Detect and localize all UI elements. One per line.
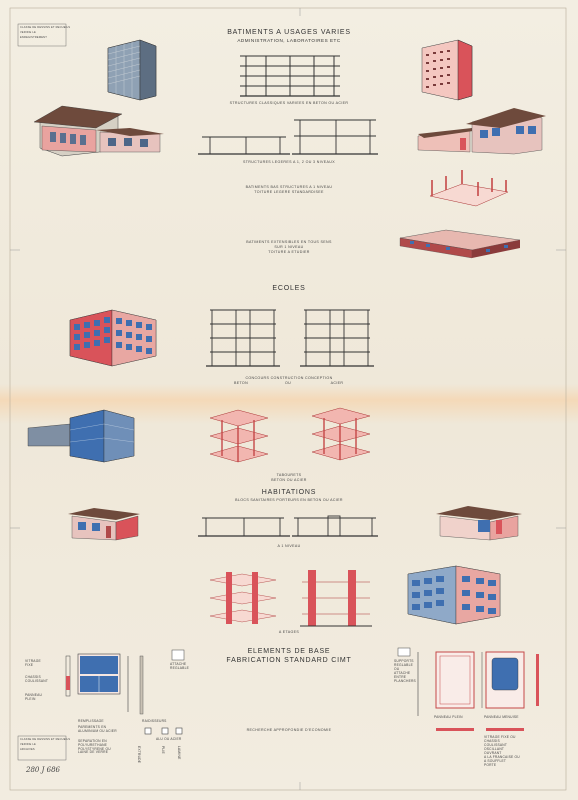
label-supports-3: OU (394, 667, 400, 671)
caption-extensibles-2: SUR 1 NIVEAU (274, 245, 304, 249)
caption-tabourets-materials: BETON OU ACIER (271, 478, 307, 482)
label-raidisseurs: RAIDISSEURS (142, 719, 167, 723)
sanitary-block-frame (198, 515, 378, 537)
label-chassis-2: COULISSANT (25, 679, 49, 683)
label-supports-4: ATTACHE (394, 671, 411, 675)
low-building-right-illustration (417, 108, 546, 155)
label-lamine: LAMINE (177, 746, 181, 760)
frame-structure-classic (240, 55, 340, 97)
archive-stamp-box-top (17, 23, 67, 47)
caption-batiments-bas-2: TOITURE LEGERE STANDARDISEE (254, 190, 324, 194)
tabouret-steel (311, 407, 371, 461)
label-vitrage-7: A SOUFFLET (484, 759, 507, 763)
stamp-bottom-line-1: CLASSE DE DESSINS ET RECUEILS (20, 738, 71, 741)
caption-beton: BETON (233, 381, 249, 385)
house-left-illustration (68, 508, 140, 541)
support-detail (397, 647, 419, 716)
caption-batiments-bas-1: BATIMENTS BAS STRUCTURES A 1 NIVEAU (245, 185, 333, 189)
stamp-bottom-line-4: ARCHIVES (20, 748, 35, 751)
label-vitrage-fixe-2: FIXE (25, 663, 34, 667)
frame-structure-light (198, 119, 378, 155)
caption-recherche: RECHERCHE APPROFONDIE D'ECONOMIE (246, 728, 332, 732)
caption-blocs-sanitaires: BLOCS SANITAIRES PORTEURS EN BETON OU AC… (235, 498, 343, 502)
label-supports-1: SUPPORTS (394, 659, 414, 663)
label-chassis-1: CHASSIS (25, 675, 41, 679)
stacked-floors-steel (300, 570, 372, 627)
caption-structures-classiques: STRUCTURES CLASSIQUES VARIEES EN BETON O… (229, 101, 349, 105)
label-plie: PLIE (161, 746, 165, 754)
label-vitrage-1: VITRAGE FIXE OU (484, 735, 516, 739)
label-vitrage-3: COULISSANT (484, 743, 508, 747)
house-right-illustration (436, 506, 522, 541)
label-supports-2: REGLABLE (394, 663, 414, 667)
caption-extensibles-1: BATIMENTS EXTENSIBLES EN TOUS SENS (246, 240, 332, 244)
school-building-illustration (69, 309, 157, 367)
label-panneau-2: PLEIN (25, 697, 36, 701)
extensible-building-illustration (399, 229, 521, 259)
caption-extensibles-3: TOITURE A ETUDIER (268, 250, 310, 254)
label-vitrage-fixe-1: VITRAGE (25, 659, 41, 663)
section-subtitle-usages-varies: ADMINISTRATION, LABORATOIRES ETC (237, 38, 341, 43)
raidisseur-profiles (144, 727, 183, 735)
label-vitrage-6: A LA FRANCAISE OU (484, 755, 520, 759)
window-panel-elevation (65, 653, 144, 715)
tabouret-concrete (209, 409, 269, 463)
low-building-left-illustration (33, 105, 164, 157)
label-panneau-menuise: PANNEAU MENUISE (484, 715, 519, 719)
label-attache-1: ATTACHE (170, 662, 187, 666)
stamp-top-line-2: VERIFIE LE (20, 31, 36, 34)
section-title-usages-varies: BATIMENTS A USAGES VARIES (227, 29, 351, 36)
caption-concours: CONCOURS CONSTRUCTION CONCEPTION (245, 376, 333, 380)
school-frame-steel (300, 309, 374, 367)
panel-plein-elevation (435, 651, 483, 709)
section-subtitle-fabrication: FABRICATION STANDARD CIMT (226, 657, 352, 664)
handwritten-reference: 280 J 686 (26, 766, 60, 774)
section-title-ecoles: ECOLES (272, 285, 306, 292)
label-supports-5: ENTRE (394, 675, 407, 679)
sheet-frame (9, 7, 567, 791)
caption-tabourets: TABOURETS (276, 473, 302, 477)
stamp-bottom-line-2: VERIFIE LE (20, 743, 36, 746)
attache-detail (171, 649, 185, 661)
label-attache-2: REGLABLE (170, 666, 190, 670)
section-title-elements-de-base: ELEMENTS DE BASE (247, 648, 331, 655)
label-panneau-1: PANNEAU (25, 693, 43, 697)
stacked-floors-concrete (209, 572, 277, 624)
label-alu-acier: ALU OU ACIER (156, 737, 182, 741)
low-frame-illustration (429, 170, 509, 207)
tower-blue-illustration (107, 39, 157, 101)
school-block-illustration (27, 409, 135, 463)
apartment-block-illustration (407, 565, 501, 625)
label-vitrage-8: PORTE (484, 763, 497, 767)
section-strips (436, 728, 524, 731)
label-extrude: EXTRUDE (137, 746, 141, 764)
label-vitrage-4: OSCILLANT (484, 747, 505, 751)
caption-a-etages: A ETAGES (278, 630, 300, 634)
tower-pink-illustration (421, 39, 473, 101)
school-frame-concrete (206, 309, 280, 367)
archive-stamp-box (17, 735, 67, 761)
stamp-top-line-1: CLASSE DE DESSINS ET RECUEILS (20, 26, 71, 29)
label-supports-6: PLANCHERS (394, 679, 416, 683)
stamp-top-line-3: ENREGISTREMENT (20, 36, 48, 39)
label-panneau-plein: PANNEAU PLEIN (434, 715, 463, 719)
section-title-habitations: HABITATIONS (261, 489, 317, 496)
caption-structures-legeres: STRUCTURES LEGERES A 1, 2 OU 3 NIVEAUX (243, 160, 335, 164)
label-parements: PAREMENTS EN ALUMINIUM OU ACIER (78, 725, 117, 733)
label-separation: SEPARATION EN POLYURETHANE POLYSTYRENE O… (78, 739, 111, 755)
caption-acier: ACIER (330, 381, 344, 385)
label-remplissage: REMPLISSAGE (78, 719, 104, 723)
caption-a-1-niveau: A 1 NIVEAU (277, 544, 301, 548)
caption-ou: OU (284, 381, 292, 385)
label-vitrage-5: OUVRANT (484, 751, 502, 755)
label-vitrage-2: CHASSIS (484, 739, 500, 743)
panel-menuise-elevation (485, 651, 539, 709)
